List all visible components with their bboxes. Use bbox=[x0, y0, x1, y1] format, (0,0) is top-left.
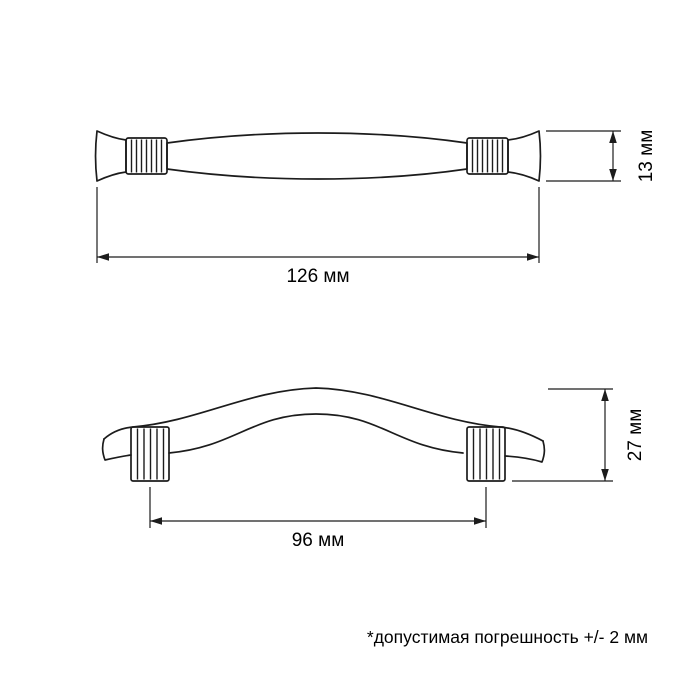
arrowhead-left bbox=[150, 517, 162, 525]
side-left-tail bbox=[101, 438, 132, 461]
top-height-dimension: 13 мм bbox=[546, 130, 657, 183]
top-view-drawing bbox=[94, 130, 542, 182]
arrowhead-down bbox=[601, 469, 609, 481]
side-right-foot-ribs bbox=[472, 428, 501, 480]
arrowhead-left bbox=[97, 253, 109, 261]
side-right-tail bbox=[504, 440, 546, 463]
tolerance-footnote: *допустимая погрешность +/- 2 мм bbox=[367, 627, 648, 647]
top-left-endcap bbox=[94, 130, 127, 182]
arrowhead-right bbox=[527, 253, 539, 261]
side-width-label: 96 мм bbox=[292, 530, 345, 551]
top-right-endcap bbox=[507, 130, 542, 182]
side-right-foot bbox=[466, 426, 506, 482]
top-width-label: 126 мм bbox=[286, 266, 349, 287]
top-width-dimension: 126 мм bbox=[96, 187, 540, 287]
side-left-foot-ribs bbox=[136, 428, 165, 480]
side-view-drawing bbox=[101, 387, 546, 482]
top-body bbox=[166, 132, 468, 180]
side-height-dimension: 27 мм bbox=[512, 388, 646, 482]
top-left-rib-lines bbox=[130, 139, 163, 173]
arrowhead-up bbox=[609, 131, 617, 143]
side-width-dimension: 96 мм bbox=[149, 487, 487, 551]
top-height-label: 13 мм bbox=[636, 130, 657, 183]
side-arch-bottom-edge bbox=[168, 413, 464, 454]
side-left-foot bbox=[130, 426, 170, 482]
arrowhead-up bbox=[601, 389, 609, 401]
arrowhead-down bbox=[609, 169, 617, 181]
arrowhead-right bbox=[474, 517, 486, 525]
top-right-rib-lines bbox=[471, 139, 504, 173]
side-height-label: 27 мм bbox=[625, 409, 646, 462]
